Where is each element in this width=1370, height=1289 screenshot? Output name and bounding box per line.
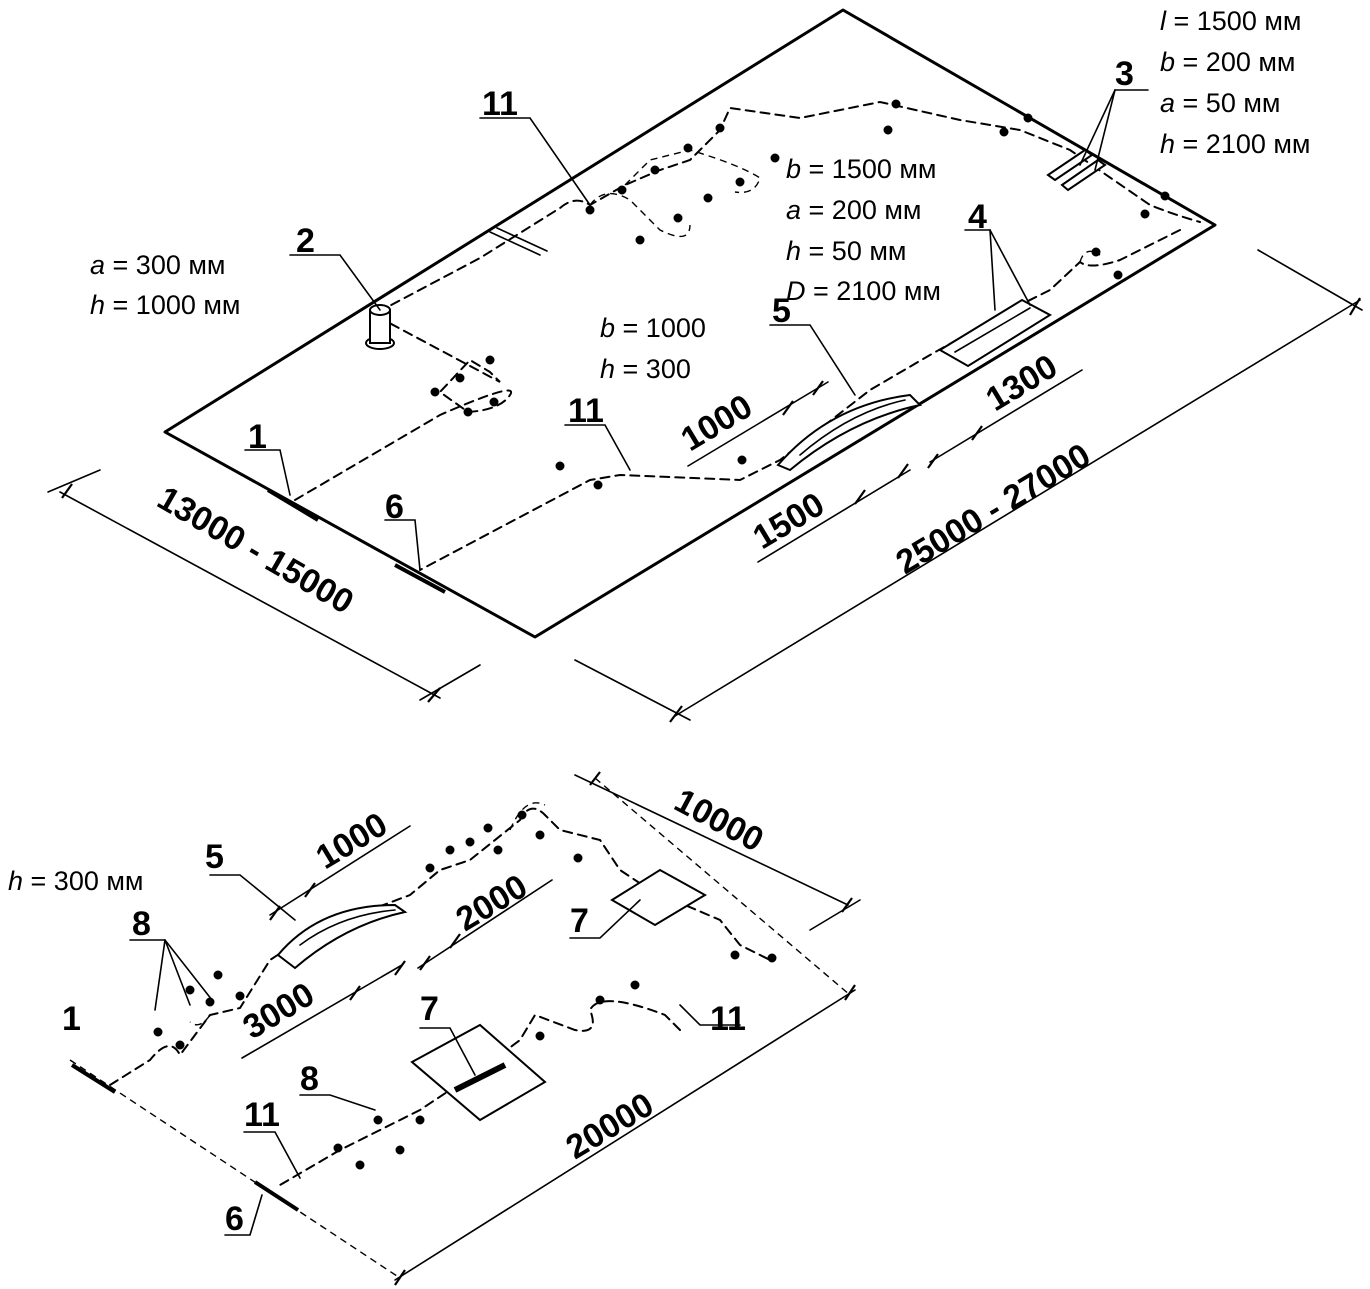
dim-width: 13000 - 15000	[151, 479, 360, 622]
label-5-small: 5	[205, 838, 224, 876]
label-7-lower: 7	[420, 990, 439, 1028]
plate-object	[938, 298, 1052, 368]
dimension-lines	[47, 249, 1363, 723]
label-1-small: 1	[62, 1000, 81, 1038]
course-layout-large: 1 2 3 4 5 6 11 11 l = 1500 мм b = 200 мм…	[47, 6, 1363, 723]
param-4-2: h = 50 мм	[786, 236, 906, 266]
entry-mark-small	[70, 1063, 117, 1094]
route-path	[294, 100, 1201, 571]
dim-10000-small: 10000	[668, 782, 769, 860]
entry-mark	[266, 488, 320, 522]
exit-mark-small	[253, 1180, 300, 1212]
label-5: 5	[772, 292, 791, 330]
label-4: 4	[968, 198, 987, 236]
hump-object	[776, 393, 923, 472]
param-5-0: b = 1000	[600, 313, 706, 343]
label-6: 6	[385, 488, 404, 526]
param-2-0: a = 300 мм	[90, 250, 225, 280]
dim-1300-top: 1300	[980, 347, 1064, 419]
param-3-1: b = 200 мм	[1160, 47, 1295, 77]
params-object-5: b = 1000 h = 300	[600, 313, 706, 384]
route-loop-small	[189, 802, 546, 1026]
param-3-3: h = 2100 мм	[1160, 129, 1311, 159]
params-object-4: b = 1500 мм a = 200 мм h = 50 мм D = 210…	[786, 154, 941, 306]
param-2-1: h = 1000 мм	[90, 290, 241, 320]
plate-7-lower	[410, 1023, 547, 1122]
outline-right	[594, 777, 851, 996]
outline-left	[69, 1059, 401, 1279]
dim-2000-small: 2000	[450, 867, 534, 939]
param-3-2: a = 50 мм	[1160, 88, 1280, 118]
label-11-top: 11	[482, 85, 518, 123]
exit-mark	[394, 563, 446, 594]
route-loop-1	[589, 149, 761, 238]
param-4-0: b = 1500 мм	[786, 154, 937, 184]
hump-object-small	[276, 903, 408, 970]
params-object-2: a = 300 мм h = 1000 мм	[90, 250, 241, 320]
param-4-3: D = 2100 мм	[786, 276, 941, 306]
label-2: 2	[296, 222, 315, 260]
label-6-small: 6	[225, 1200, 244, 1238]
label-8-lower: 8	[300, 1060, 319, 1098]
dim-20000-small: 20000	[560, 1086, 661, 1167]
label-11-right: 11	[710, 1000, 746, 1038]
cone-markers	[430, 99, 1170, 490]
label-3: 3	[1115, 55, 1134, 93]
param-4-1: a = 200 мм	[786, 195, 921, 225]
label-8-upper: 8	[132, 905, 151, 943]
param-5-1: h = 300	[600, 354, 691, 384]
label-11-bottom: 11	[568, 392, 604, 430]
dim-length: 25000 - 27000	[890, 436, 1098, 582]
label-1: 1	[248, 418, 267, 456]
platform-outline	[163, 8, 1217, 639]
dimension-lines-small	[241, 771, 861, 1286]
label-11-left: 11	[244, 1096, 280, 1134]
label-7-upper: 7	[570, 902, 589, 940]
dim-1500-top: 1500	[747, 485, 831, 557]
param-3-0: l = 1500 мм	[1160, 6, 1301, 36]
leader-lines-small	[129, 874, 741, 1236]
param-h-small: h = 300 мм	[8, 866, 143, 896]
gate-bars-object	[1046, 148, 1107, 192]
plate-7-upper	[610, 868, 707, 927]
params-object-3: l = 1500 мм b = 200 мм a = 50 мм h = 210…	[1160, 6, 1311, 159]
leader-lines	[244, 89, 1149, 571]
course-layout-small: 1 5 6 7 7 8 8 11 11 h = 300 мм 1000 2000…	[8, 771, 861, 1286]
route-loop-2	[1079, 250, 1101, 263]
post-object	[365, 304, 395, 350]
dim-1000-small: 1000	[310, 805, 394, 877]
